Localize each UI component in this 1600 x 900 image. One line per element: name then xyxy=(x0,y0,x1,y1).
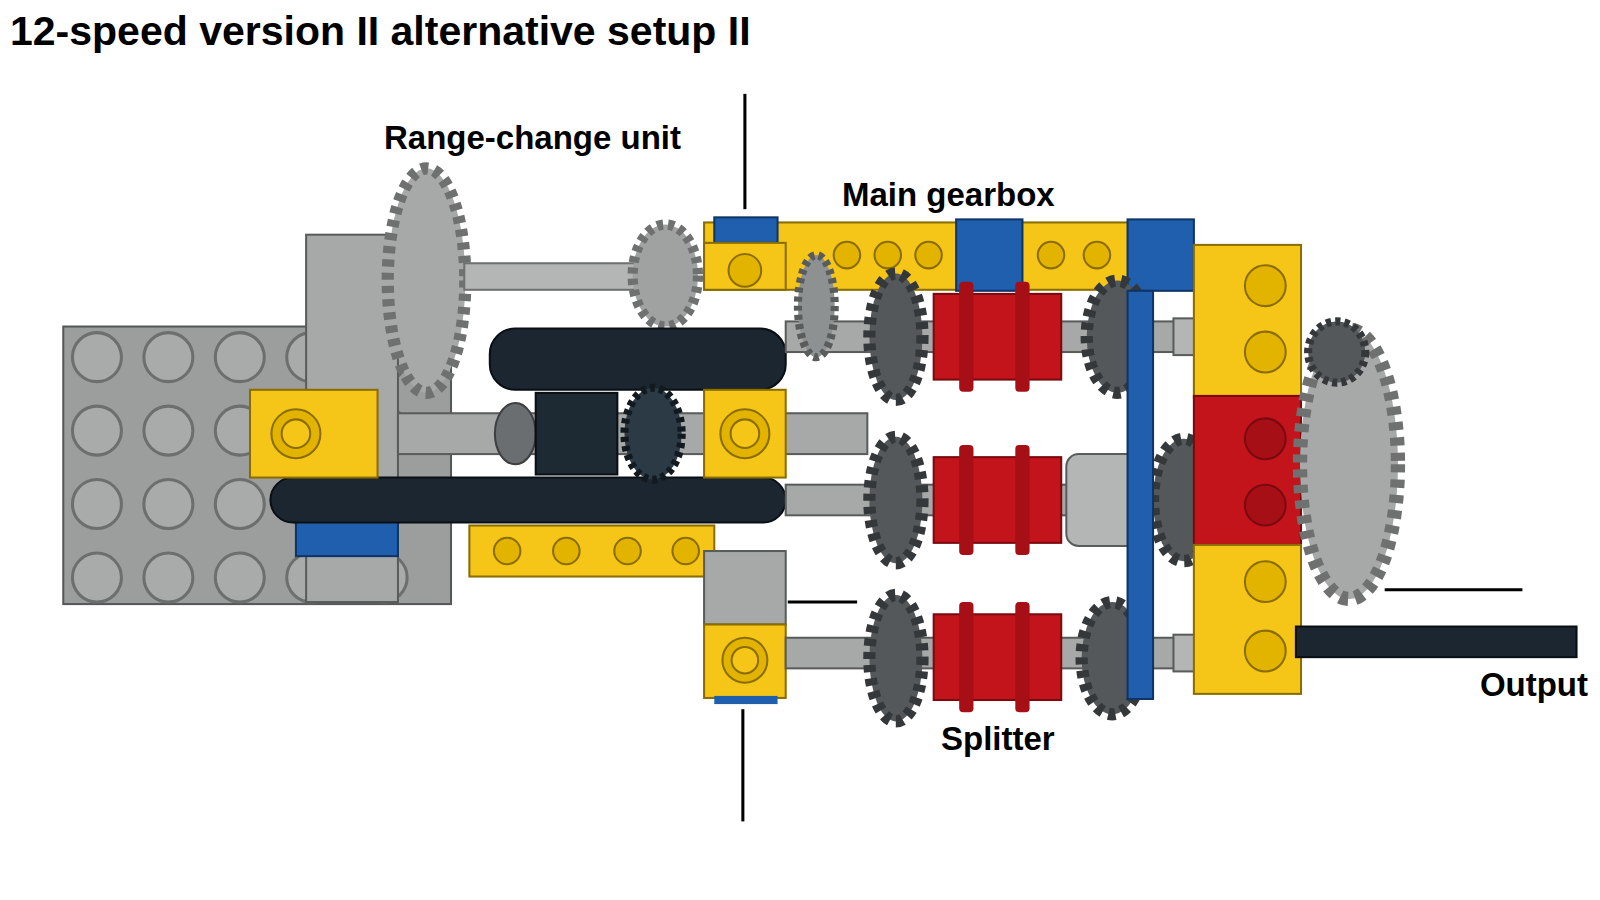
stud xyxy=(72,333,121,382)
stud xyxy=(215,553,264,602)
yellow-brick xyxy=(704,390,786,478)
stud xyxy=(215,480,264,529)
part-label: Output xyxy=(1476,666,1592,704)
small-gear xyxy=(1308,321,1365,382)
output-axle xyxy=(1296,627,1577,658)
hole xyxy=(1245,631,1286,672)
part-label: Range-change unit xyxy=(380,119,685,157)
blue-pin xyxy=(956,219,1022,290)
yellow-brick xyxy=(1194,545,1301,694)
hole xyxy=(614,538,641,565)
hole xyxy=(915,242,942,269)
diagram-title: 12-speed version II alternative setup II xyxy=(10,8,751,55)
hole xyxy=(720,409,769,458)
hole xyxy=(553,538,580,565)
liftarm xyxy=(270,478,785,523)
leader-lines xyxy=(743,94,1523,822)
stud xyxy=(144,553,193,602)
stud xyxy=(144,406,193,455)
blue-pin xyxy=(1128,219,1194,290)
hole xyxy=(494,538,521,565)
yellow-brick xyxy=(1194,245,1301,398)
leader-line xyxy=(788,601,857,604)
divider-line xyxy=(743,94,746,209)
hole xyxy=(1245,265,1286,306)
bushing-ridge xyxy=(959,602,973,712)
part-label: Splitter xyxy=(937,720,1059,758)
small-gear xyxy=(798,255,835,357)
hole xyxy=(732,647,759,674)
axle xyxy=(464,263,637,290)
divider-line xyxy=(741,709,744,821)
hole xyxy=(1038,242,1065,269)
hole xyxy=(1245,332,1286,373)
stud xyxy=(72,480,121,529)
leader-line xyxy=(1385,588,1523,591)
hole xyxy=(271,409,320,458)
blue-pin xyxy=(714,217,777,243)
gear xyxy=(869,595,922,722)
bushing xyxy=(934,294,1062,380)
yellow-brick xyxy=(704,624,786,697)
hole xyxy=(1084,242,1111,269)
brick xyxy=(704,624,786,697)
beam-holes xyxy=(494,538,699,565)
large-gear xyxy=(388,168,466,392)
bushing-ridge xyxy=(959,445,973,555)
hole xyxy=(282,419,311,448)
yellow-brick xyxy=(250,390,378,478)
hole xyxy=(834,242,861,269)
blue-pin xyxy=(714,696,777,704)
stud xyxy=(144,480,193,529)
hole xyxy=(874,242,901,269)
gear xyxy=(869,437,922,564)
hole xyxy=(731,419,760,448)
bushing xyxy=(934,614,1062,700)
brick xyxy=(704,243,786,290)
bushing-ridge xyxy=(1015,445,1029,555)
brick xyxy=(250,390,378,478)
small-gear xyxy=(495,403,536,464)
small-gear xyxy=(633,224,698,326)
red-brick xyxy=(1194,396,1301,545)
blue-pin xyxy=(1128,291,1154,699)
grey-brick xyxy=(704,551,786,624)
yellow-brick xyxy=(704,243,786,290)
yellow-beam xyxy=(469,526,714,577)
stud xyxy=(72,553,121,602)
bushing-ridge xyxy=(1015,602,1029,712)
brick xyxy=(704,390,786,478)
hole xyxy=(1245,485,1286,526)
hole xyxy=(729,254,762,287)
driving-ring xyxy=(624,388,681,480)
hole xyxy=(1245,418,1286,459)
hole xyxy=(722,638,767,683)
gear xyxy=(869,273,922,400)
hole xyxy=(1245,561,1286,602)
beam-holes xyxy=(834,242,1111,269)
stud xyxy=(215,333,264,382)
clutch-ring xyxy=(536,393,618,475)
bushing-ridge xyxy=(1015,282,1029,392)
liftarm xyxy=(490,329,786,390)
bushing-ridge xyxy=(959,282,973,392)
hole xyxy=(672,538,699,565)
bushing xyxy=(934,457,1062,543)
stud xyxy=(144,333,193,382)
frame-holes xyxy=(1245,265,1286,671)
part-label: Main gearbox xyxy=(838,176,1059,214)
stud xyxy=(72,406,121,455)
